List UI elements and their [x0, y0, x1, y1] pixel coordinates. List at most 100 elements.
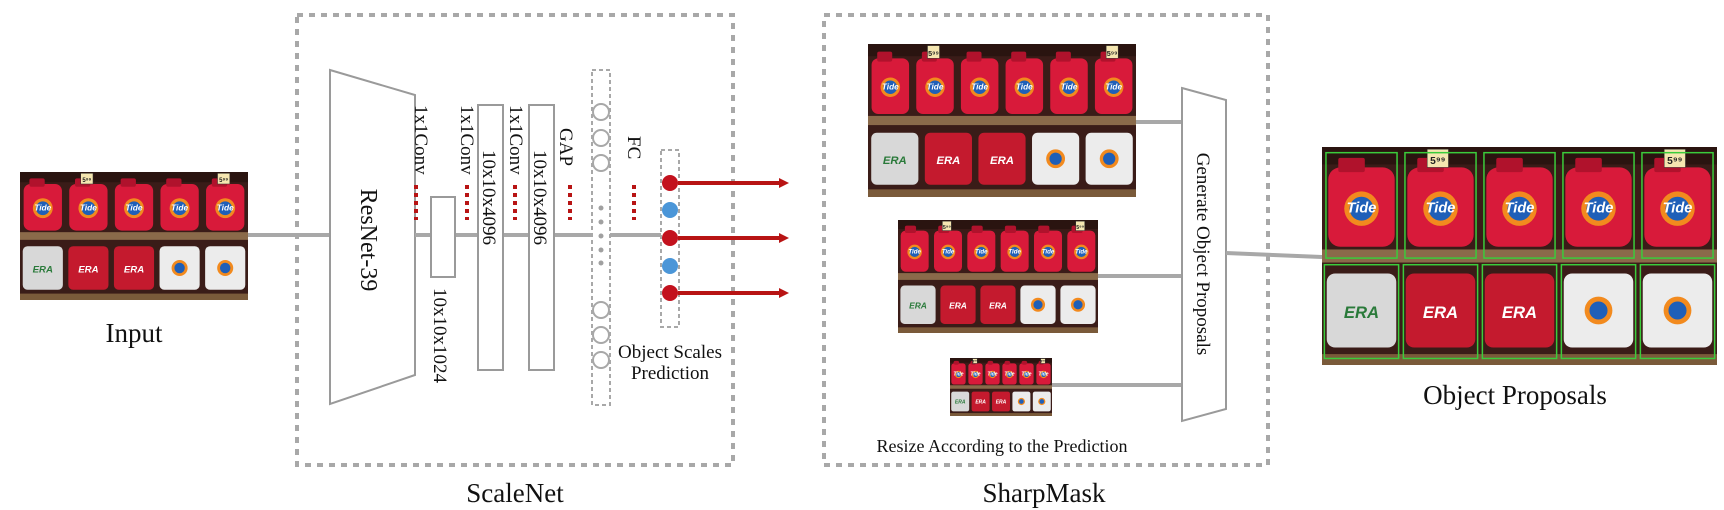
resnet-label: ResNet-39	[355, 189, 381, 292]
svg-text:Tide: Tide	[1016, 83, 1033, 92]
conv1-label: 1x1Conv	[410, 105, 431, 175]
price-tag-icon: 5⁹⁹	[1105, 45, 1119, 59]
svg-text:ERA: ERA	[909, 301, 927, 311]
era-bottle-icon: ERA	[871, 132, 919, 185]
svg-text:ERA: ERA	[1344, 303, 1379, 322]
tide-bottle-icon: Tide	[968, 360, 983, 385]
svg-text:ERA: ERA	[989, 301, 1007, 311]
svg-text:Tide: Tide	[1105, 83, 1122, 92]
svg-text:Tide: Tide	[1426, 201, 1456, 217]
generator-label: Generate Object Proposals	[1192, 153, 1213, 356]
price-tag-icon: 5⁹⁹	[1663, 149, 1686, 168]
era-bottle-icon	[159, 246, 200, 290]
feature-map-3	[528, 104, 555, 371]
tide-bottle-icon: Tide	[1050, 51, 1088, 115]
feature-map-1	[430, 196, 456, 278]
svg-text:ERA: ERA	[124, 264, 144, 275]
svg-text:ERA: ERA	[1423, 303, 1458, 322]
svg-text:ERA: ERA	[1502, 303, 1537, 322]
svg-text:Tide: Tide	[125, 203, 142, 213]
tide-bottle-icon: Tide	[206, 178, 245, 231]
prediction-node-blue	[662, 202, 678, 218]
price-tag-icon: 5⁹⁹	[927, 45, 940, 59]
price-tag-icon: 5⁹⁹	[942, 220, 952, 231]
svg-text:ERA: ERA	[949, 301, 967, 311]
era-bottle-icon: ERA	[940, 285, 976, 324]
svg-text:5⁹⁹: 5⁹⁹	[943, 225, 951, 231]
tide-bottle-icon: Tide	[916, 51, 954, 115]
tide-bottle-icon: Tide	[1067, 225, 1096, 272]
gap-label: GAP	[555, 128, 576, 166]
era-bottle-icon: ERA	[68, 246, 109, 290]
tide-bottle-icon: Tide	[1407, 157, 1474, 247]
fc-label: FC	[623, 136, 644, 159]
era-bottle-icon	[205, 246, 246, 290]
prediction-node-red	[662, 230, 678, 246]
tide-bottle-icon: Tide	[1005, 51, 1044, 115]
era-bottle-icon: ERA	[113, 246, 155, 290]
tide-bottle-icon: Tide	[1034, 225, 1062, 272]
svg-text:Tide: Tide	[1505, 201, 1535, 217]
era-bottle-icon	[1012, 391, 1031, 412]
svg-text:5⁹⁹: 5⁹⁹	[928, 50, 939, 58]
tide-bottle-icon: Tide	[1019, 360, 1034, 385]
svg-text:5⁹⁹: 5⁹⁹	[82, 178, 91, 184]
resnet-block	[329, 68, 416, 406]
tide-bottle-icon: Tide	[985, 360, 1000, 385]
tide-bottle-icon: Tide	[934, 225, 962, 272]
sharpmask-label: SharpMask	[983, 478, 1106, 508]
scalenet-label: ScaleNet	[466, 478, 564, 508]
era-bottle-icon	[1020, 285, 1056, 324]
era-bottle-icon: ERA	[900, 285, 936, 324]
era-bottle-icon: ERA	[951, 391, 970, 412]
tide-bottle-icon: Tide	[69, 178, 108, 231]
svg-text:ERA: ERA	[975, 399, 986, 405]
input-label: Input	[106, 318, 163, 348]
era-bottle-icon: ERA	[978, 132, 1026, 185]
svg-text:5⁹⁹: 5⁹⁹	[219, 178, 228, 184]
era-bottle-icon: ERA	[924, 132, 972, 185]
price-tag-icon: 5⁹⁹	[80, 173, 94, 185]
gap-circles	[592, 103, 610, 369]
svg-text:Tide: Tide	[882, 83, 899, 92]
svg-text:ERA: ERA	[955, 399, 966, 405]
tide-bottle-icon: Tide	[1002, 360, 1017, 385]
svg-text:Tide: Tide	[34, 203, 51, 213]
object-proposals-label: Object Proposals	[1423, 380, 1607, 410]
prediction-nodes	[662, 175, 678, 301]
svg-text:ERA: ERA	[33, 264, 53, 275]
tide-bottle-icon: Tide	[1094, 51, 1133, 115]
svg-text:5⁹⁹: 5⁹⁹	[1107, 50, 1118, 58]
svg-text:ERA: ERA	[883, 155, 907, 167]
tide-bottle-icon: Tide	[1565, 157, 1632, 247]
svg-text:5⁹⁹: 5⁹⁹	[1430, 156, 1446, 167]
generator-block	[1181, 86, 1227, 423]
era-bottle-icon	[1642, 273, 1713, 348]
svg-text:Tide: Tide	[80, 203, 97, 213]
svg-text:Tide: Tide	[971, 83, 988, 92]
era-bottle-icon	[1032, 391, 1051, 412]
era-bottle-icon	[1060, 285, 1096, 324]
era-bottle-icon	[1563, 273, 1634, 348]
tide-bottle-icon: Tide	[114, 178, 154, 231]
object-scales-label: Object Scales	[618, 342, 722, 363]
tide-bottle-icon: Tide	[951, 360, 966, 385]
svg-text:Tide: Tide	[942, 249, 955, 256]
tide-bottle-icon: Tide	[1328, 157, 1395, 247]
tide-bottle-icon: Tide	[960, 51, 999, 115]
feat2-label: 10x10x4096	[478, 150, 499, 245]
feat3-label: 10x10x4096	[529, 150, 550, 245]
era-bottle-icon: ERA	[1484, 273, 1555, 348]
tide-bottle-icon: Tide	[160, 178, 199, 231]
era-bottle-icon: ERA	[971, 391, 990, 412]
price-tag-icon: 5⁹⁹	[1426, 149, 1449, 168]
svg-text:Tide: Tide	[970, 371, 980, 377]
svg-text:5⁹⁹: 5⁹⁹	[1667, 156, 1683, 167]
svg-text:Tide: Tide	[1038, 371, 1048, 377]
svg-text:Tide: Tide	[217, 203, 234, 213]
svg-text:Tide: Tide	[987, 371, 997, 377]
input-image: Tide Tide 5⁹⁹ Tide Tide Tide 5⁹⁹ ERA ERA ERA	[20, 172, 248, 300]
